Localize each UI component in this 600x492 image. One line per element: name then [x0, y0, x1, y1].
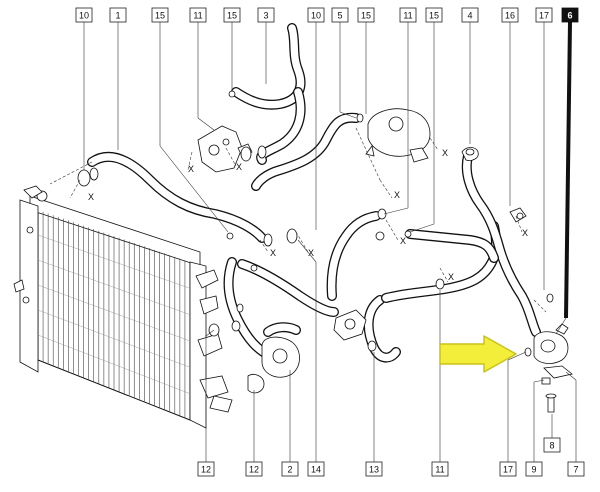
svg-text:15: 15: [155, 11, 165, 21]
svg-text:12: 12: [249, 465, 259, 475]
callout-9[interactable]: 9: [525, 461, 543, 477]
callout-12[interactable]: 12: [245, 461, 263, 477]
x-marker: X: [522, 228, 528, 238]
callout-4[interactable]: 4: [461, 7, 479, 23]
svg-text:15: 15: [227, 11, 237, 21]
svg-text:10: 10: [79, 11, 89, 21]
x-marker: X: [236, 162, 242, 172]
svg-text:11: 11: [403, 11, 412, 21]
svg-text:13: 13: [369, 465, 379, 475]
svg-text:17: 17: [539, 11, 549, 21]
callout-10[interactable]: 10: [75, 7, 93, 23]
radiator-tube: [37, 309, 191, 368]
svg-text:17: 17: [503, 465, 513, 475]
x-marker: X: [442, 148, 448, 158]
callout-13[interactable]: 13: [365, 461, 383, 477]
callout-10[interactable]: 10: [307, 7, 325, 23]
callout-15[interactable]: 15: [223, 7, 241, 23]
callout-15[interactable]: 15: [151, 7, 169, 23]
callout-8[interactable]: 8: [543, 437, 561, 453]
svg-text:1: 1: [115, 11, 120, 21]
svg-text:15: 15: [429, 11, 439, 21]
components: [77, 90, 573, 413]
svg-text:8: 8: [549, 441, 554, 451]
callout-3[interactable]: 3: [257, 7, 275, 23]
callout-11[interactable]: 11: [189, 7, 207, 23]
radiator-tube: [37, 334, 191, 394]
callouts-bottom: 12 12 2 14 13 11 17 9: [197, 437, 585, 477]
callout-1[interactable]: 1: [109, 7, 127, 23]
radiator-tube: [37, 259, 191, 315]
leader-6-thick: [564, 21, 572, 319]
callout-17[interactable]: 17: [499, 461, 517, 477]
callout-11[interactable]: 11: [399, 7, 417, 23]
x-marker: X: [88, 192, 94, 202]
callout-12[interactable]: 12: [197, 461, 215, 477]
svg-text:12: 12: [201, 465, 211, 475]
callout-15[interactable]: 15: [357, 7, 375, 23]
highlight-arrow: [439, 335, 517, 373]
svg-text:10: 10: [311, 11, 321, 21]
svg-text:7: 7: [573, 465, 578, 475]
leader-lines: [83, 21, 577, 462]
x-marker: X: [188, 164, 194, 174]
x-marker: X: [400, 236, 406, 246]
svg-text:11: 11: [435, 465, 444, 475]
callout-14[interactable]: 14: [307, 461, 325, 477]
callout-11[interactable]: 11: [431, 461, 449, 477]
svg-text:2: 2: [287, 465, 292, 475]
reference-lines: [49, 127, 547, 313]
callouts-top: 10 1 15 11 15 3 10 5: [75, 7, 579, 23]
callout-15[interactable]: 15: [425, 7, 443, 23]
svg-text:3: 3: [263, 11, 268, 21]
x-marker: X: [308, 248, 314, 258]
callout-16[interactable]: 16: [501, 7, 519, 23]
x-markers: X X X X X X X X X X: [88, 148, 528, 282]
svg-text:6: 6: [567, 11, 572, 21]
svg-text:16: 16: [505, 11, 515, 21]
x-marker: X: [270, 248, 276, 258]
svg-text:9: 9: [531, 465, 536, 475]
callout-6-highlighted[interactable]: 6: [561, 7, 579, 23]
callout-5[interactable]: 5: [331, 7, 349, 23]
svg-text:4: 4: [467, 11, 472, 21]
svg-text:11: 11: [193, 11, 202, 21]
x-marker: X: [394, 190, 400, 200]
hoses: [87, 23, 541, 363]
callout-2[interactable]: 2: [281, 461, 299, 477]
radiator-tube: [37, 284, 191, 342]
callout-17[interactable]: 17: [535, 7, 553, 23]
svg-text:14: 14: [311, 465, 321, 475]
radiator-tube: [37, 234, 191, 289]
svg-text:5: 5: [337, 11, 342, 21]
radiator: [13, 185, 233, 429]
callout-7[interactable]: 7: [567, 461, 585, 477]
x-marker: X: [448, 272, 454, 282]
svg-text:15: 15: [361, 11, 371, 21]
